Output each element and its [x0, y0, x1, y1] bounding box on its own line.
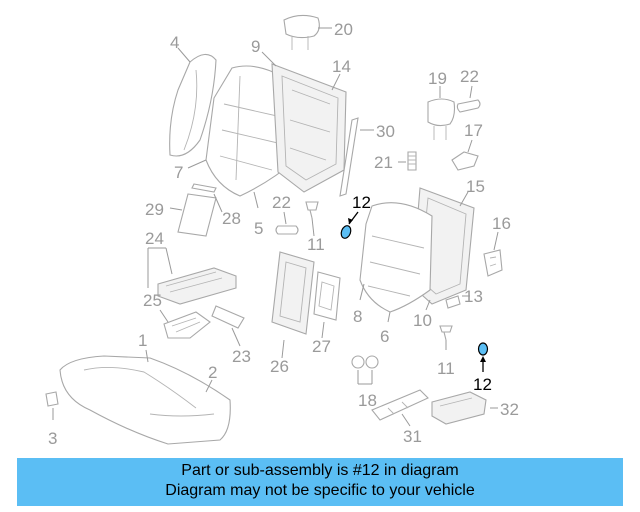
part-16-trim [483, 249, 503, 277]
banner-line-1: Part or sub-assembly is #12 in diagram [181, 462, 459, 479]
callout-4: 4 [170, 33, 179, 52]
part-13-fastener [445, 295, 461, 309]
callout-11-right: 11 [437, 359, 455, 378]
callout-16: 16 [492, 214, 511, 233]
callout-25: 25 [143, 291, 162, 310]
part-11-clip-right [439, 325, 453, 341]
callout-10: 10 [413, 311, 432, 330]
part-17-bracket [451, 151, 479, 171]
callout-1: 1 [138, 331, 147, 350]
part-26-frame [271, 251, 315, 335]
part-24-cushion-pad [157, 267, 237, 305]
callout-28: 28 [222, 209, 241, 228]
part-12-upper [340, 225, 352, 239]
part-32-module [431, 391, 487, 425]
banner-line-2: Diagram may not be specific to your vehi… [165, 482, 475, 499]
callout-12-upper: 12 [352, 193, 371, 212]
callout-9: 9 [251, 37, 260, 56]
callout-17: 17 [464, 121, 483, 140]
part-31-latch [371, 389, 429, 421]
part-20-headrest [283, 14, 320, 50]
part-4-side-bolster [169, 53, 217, 157]
part-27-bracket [313, 271, 341, 321]
part-25-mat [163, 311, 211, 339]
callout-14: 14 [332, 57, 351, 76]
callout-22-left: 22 [272, 193, 291, 212]
part-12-lower [477, 342, 489, 356]
part-23-trim [211, 305, 245, 329]
part-29-panel [177, 193, 217, 237]
callout-26: 26 [270, 357, 289, 376]
callout-29: 29 [145, 200, 164, 219]
callout-5: 5 [254, 219, 263, 238]
callout-20: 20 [334, 20, 353, 39]
callout-23: 23 [232, 347, 251, 366]
part-3-clip [45, 391, 59, 407]
part-8-backrest-cover [359, 202, 433, 313]
part-18-fasteners [351, 355, 379, 369]
callout-7: 7 [174, 163, 183, 182]
part-14-seatback-frame [271, 63, 347, 193]
callout-13: 13 [464, 287, 483, 306]
callout-27: 27 [312, 337, 331, 356]
info-banner: Part or sub-assembly is #12 in diagram D… [17, 458, 623, 506]
part-22-bushing-left [275, 225, 299, 235]
part-30-rod [339, 117, 359, 197]
part-21-bolt [407, 151, 417, 171]
part-1-seat-cushion [59, 355, 231, 445]
part-19-headrest [427, 98, 456, 140]
callout-22-right: 22 [460, 67, 479, 86]
callout-11-left: 11 [307, 235, 325, 254]
callout-30: 30 [376, 122, 395, 141]
callout-31: 31 [403, 427, 422, 446]
callout-32: 32 [500, 400, 519, 419]
part-22-bushing-right [456, 99, 481, 113]
callout-18: 18 [358, 391, 377, 410]
callout-12-lower: 12 [473, 375, 492, 394]
callout-3: 3 [48, 429, 57, 448]
callout-24: 24 [145, 229, 164, 248]
callout-8: 8 [353, 307, 362, 326]
callout-2: 2 [208, 363, 217, 382]
part-28-strip [191, 183, 217, 193]
callout-19: 19 [428, 69, 447, 88]
callout-21: 21 [374, 153, 393, 172]
callout-6: 6 [380, 327, 389, 346]
part-11-clip-left [305, 201, 319, 219]
callout-15: 15 [466, 177, 485, 196]
